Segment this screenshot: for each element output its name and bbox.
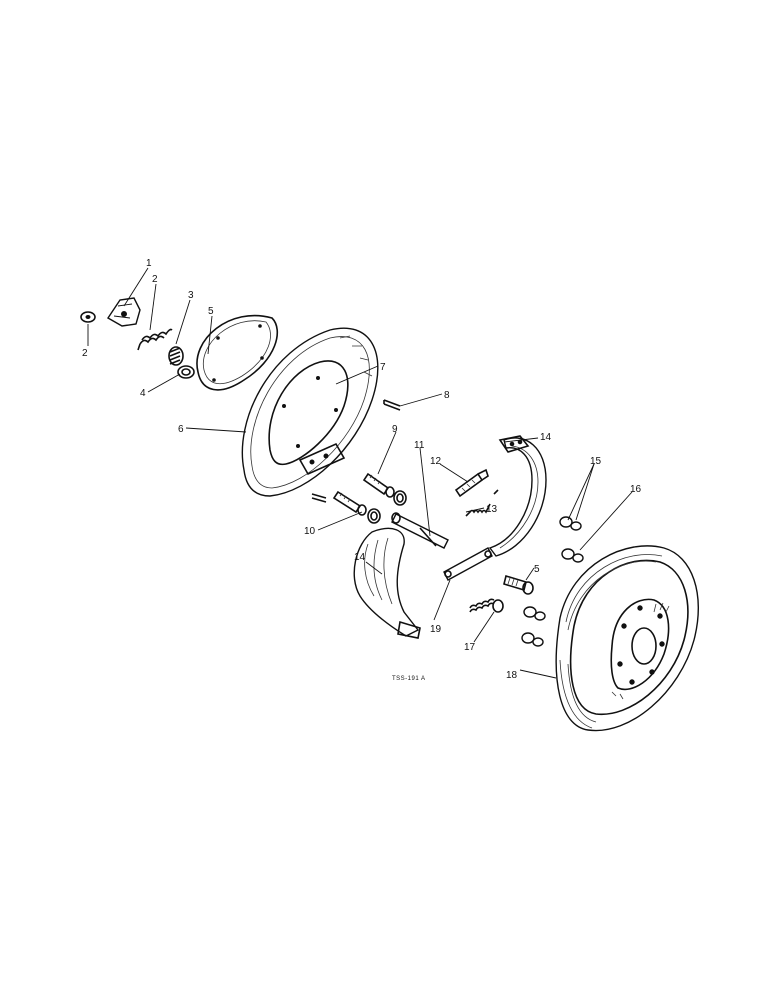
callout-labels: 1 2 2 3 4 5 6 7 8 9 10 11 12 13 14 14 15… [82, 258, 642, 681]
leader-lines [87, 267, 633, 679]
callout-1: 1 [146, 258, 152, 269]
callout-2: 2 [152, 274, 158, 285]
part-brake-shoe-upper [488, 435, 547, 557]
callout-10: 10 [304, 526, 316, 537]
part-adjuster-bolt [362, 472, 395, 498]
part-pin [383, 399, 401, 411]
part-spring-lower [469, 598, 504, 613]
part-link [443, 547, 493, 581]
part-washer [80, 311, 96, 323]
part-bolt [454, 468, 489, 498]
callout-8: 8 [444, 390, 450, 401]
part-adjuster-screw [503, 574, 534, 595]
part-lever [107, 297, 141, 327]
callout-5: 5 [208, 306, 214, 317]
part-brake-drum [555, 545, 699, 732]
part-backing-plate [241, 327, 379, 497]
callout-16: 16 [630, 484, 642, 495]
callout-11: 11 [414, 440, 425, 451]
reference-code: TSS-191 A [392, 676, 426, 682]
callout-19: 19 [430, 624, 442, 635]
callout-13: 13 [486, 504, 498, 515]
callout-5b: 5 [534, 564, 540, 575]
callout-9: 9 [392, 424, 398, 435]
callout-3: 3 [188, 290, 194, 301]
callout-14-lower: 14 [354, 552, 366, 563]
part-small-pin [311, 493, 327, 503]
part-nut [367, 490, 407, 524]
callout-17: 17 [464, 642, 476, 653]
callout-2b: 2 [82, 348, 88, 359]
part-ring [177, 365, 195, 379]
part-adjuster-bolt-lower [332, 490, 367, 516]
part-wheel-nuts [521, 516, 584, 647]
part-spring [137, 328, 173, 351]
callout-18: 18 [506, 670, 518, 681]
part-brake-shoe-lower [353, 527, 421, 639]
part-gasket [196, 314, 279, 391]
part-actuator-rod [391, 512, 449, 549]
callout-7: 7 [380, 362, 386, 373]
callout-14-upper: 14 [540, 432, 552, 443]
callout-15: 15 [590, 456, 602, 467]
part-coil [168, 346, 184, 366]
callout-4: 4 [140, 388, 146, 399]
callout-6: 6 [178, 424, 184, 435]
callout-12: 12 [430, 456, 442, 467]
